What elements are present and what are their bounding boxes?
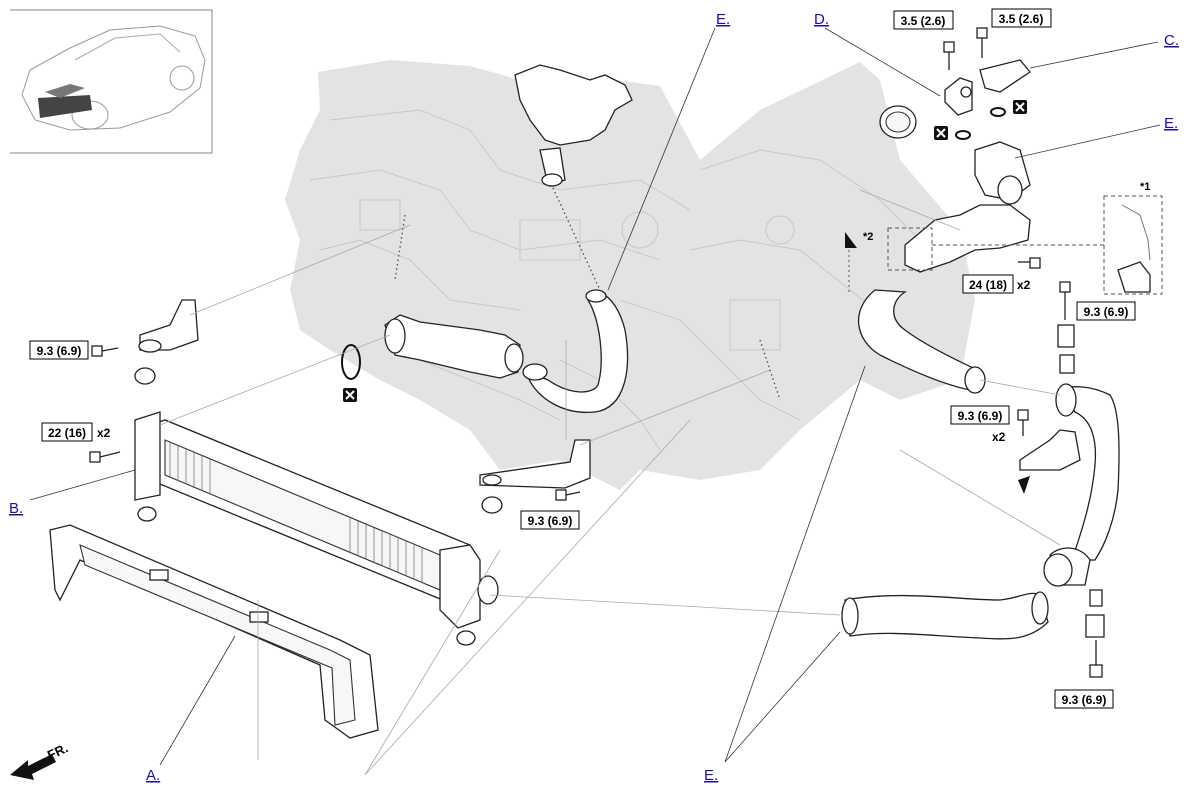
alignment-guides — [159, 187, 1061, 776]
lower-intercooler-hose — [841, 591, 1049, 640]
callout-link-e-right[interactable]: E. — [1164, 115, 1178, 132]
intake-air-temperature-sensor — [944, 77, 973, 116]
non-reusable-part-icon — [343, 388, 357, 402]
torque-spec-left-bracket: 9.3 (6.9) — [29, 340, 89, 360]
bolt — [1059, 281, 1071, 320]
non-reusable-part-icon — [1013, 100, 1027, 114]
svg-text:x2: x2 — [97, 426, 111, 440]
svg-text:x2: x2 — [1017, 278, 1031, 292]
front-direction-arrow: FR. — [10, 740, 70, 780]
cushion — [1085, 614, 1105, 638]
callout-link-e-top[interactable]: E. — [716, 11, 730, 28]
svg-text:9.3 (6.9): 9.3 (6.9) — [958, 409, 1003, 423]
bolt — [555, 489, 581, 501]
callout-link-d[interactable]: D. — [814, 11, 829, 28]
bolt — [943, 41, 955, 70]
throttle-body-adaptor — [879, 105, 917, 139]
bolt — [1017, 409, 1029, 436]
detail-note-2: *2 — [863, 231, 873, 243]
svg-text:22 (16): 22 (16) — [48, 426, 86, 440]
turbo-outlet-duct — [384, 314, 524, 379]
svg-text:9.3 (6.9): 9.3 (6.9) — [528, 514, 573, 528]
right-lower-hose — [858, 289, 986, 394]
intercooler — [134, 411, 499, 646]
bolt — [89, 451, 121, 463]
center-bracket — [479, 439, 591, 514]
torque-spec-sensor-left: 3.5 (2.6) — [893, 10, 954, 30]
right-vertical-pipe — [1043, 383, 1120, 587]
svg-text:9.3 (6.9): 9.3 (6.9) — [1062, 693, 1107, 707]
o-ring — [990, 107, 1006, 117]
torque-spec-intercooler-bolts: 22 (16) x2 — [41, 422, 111, 442]
svg-text:24 (18): 24 (18) — [969, 278, 1007, 292]
svg-text:3.5 (2.6): 3.5 (2.6) — [999, 12, 1044, 26]
left-upper-bracket — [134, 299, 199, 385]
right-stay-bracket — [1019, 429, 1081, 471]
direction-marker — [845, 232, 857, 292]
detail-view-box — [932, 195, 1163, 295]
o-ring — [955, 130, 971, 140]
svg-text:9.3 (6.9): 9.3 (6.9) — [37, 344, 82, 358]
vehicle-locator-thumbnail — [10, 9, 213, 154]
cushion — [1059, 354, 1075, 374]
lower-support-bracket — [49, 524, 379, 739]
bolt — [91, 345, 119, 357]
svg-text:9.3 (6.9): 9.3 (6.9) — [1084, 305, 1129, 319]
cushion — [1089, 589, 1103, 607]
detail-note-1: *1 — [1140, 181, 1150, 193]
intake-connector-pipe — [514, 64, 633, 187]
callout-leaders — [29, 27, 1161, 766]
svg-text:x2: x2 — [992, 430, 1006, 444]
callout-link-b[interactable]: B. — [9, 500, 23, 517]
intercooler-outlet-pipe — [887, 204, 1031, 273]
engine-background — [285, 60, 975, 490]
svg-text:FR.: FR. — [45, 740, 70, 762]
torque-spec-right-stay: 9.3 (6.9) x2 — [950, 405, 1010, 444]
torque-spec-pipe-bolts: 24 (18) x2 — [962, 274, 1031, 294]
torque-spec-right-upper-bolt: 9.3 (6.9) — [1076, 301, 1136, 321]
torque-spec-center-bracket: 9.3 (6.9) — [520, 510, 580, 530]
callout-link-a[interactable]: A. — [146, 767, 160, 784]
direction-marker — [1018, 476, 1030, 494]
callout-link-e-bottom[interactable]: E. — [704, 767, 718, 784]
bolt — [976, 27, 988, 58]
bolt — [1089, 640, 1103, 678]
torque-spec-right-lower-bolt: 9.3 (6.9) — [1054, 689, 1114, 709]
manifold-pressure-sensor — [979, 59, 1031, 93]
non-reusable-part-icon — [934, 126, 948, 140]
torque-spec-sensor-right: 3.5 (2.6) — [991, 8, 1052, 28]
svg-text:3.5 (2.6): 3.5 (2.6) — [901, 14, 946, 28]
callout-link-c[interactable]: C. — [1164, 32, 1179, 49]
gasket-o-ring — [341, 344, 361, 380]
bolt — [1018, 257, 1041, 269]
upper-intercooler-hose — [522, 289, 629, 414]
cushion — [1057, 324, 1075, 348]
upper-right-connector — [974, 141, 1031, 205]
